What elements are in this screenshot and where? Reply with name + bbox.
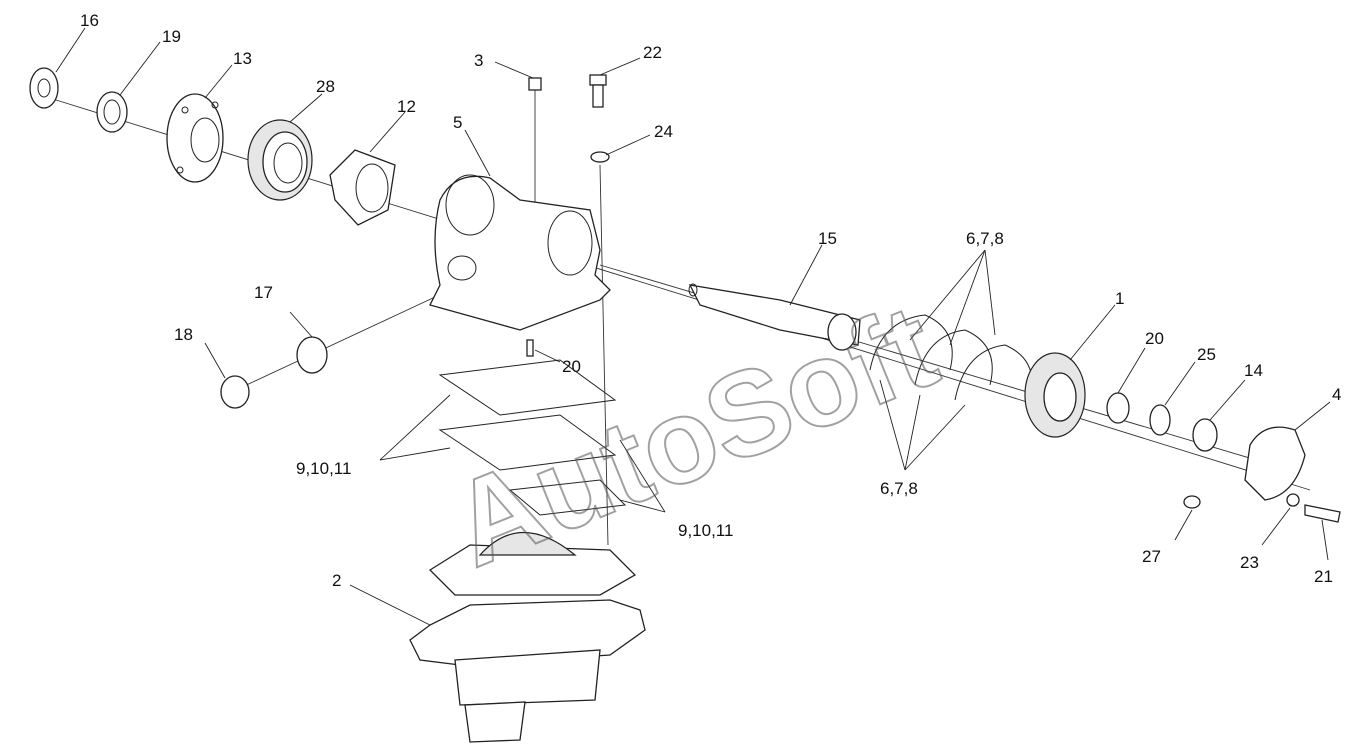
callout-3: 3: [474, 51, 483, 70]
part-28-bearing: [247, 119, 313, 201]
callout-24: 24: [654, 122, 673, 141]
callout-6-7-8-bottom: 6,7,8: [880, 479, 918, 498]
callout-19: 19: [162, 27, 181, 46]
part-1-flange: [1024, 352, 1086, 438]
part-25-snap-ring: [1149, 404, 1171, 436]
part-20-pin: [526, 339, 534, 357]
callout-17: 17: [254, 283, 273, 302]
callout-9-10-11-right: 9,10,11: [678, 521, 733, 540]
part-20-ring: [1106, 392, 1130, 424]
part-21-bolt: [1304, 504, 1341, 523]
part-17-ring: [296, 336, 328, 374]
part-16-nut: [29, 67, 59, 109]
callout-4: 4: [1332, 385, 1341, 404]
callout-15: 15: [818, 229, 837, 248]
callout-25: 25: [1197, 345, 1216, 364]
callout-5: 5: [453, 113, 462, 132]
callout-2: 2: [332, 571, 341, 590]
part-27-fitting: [1183, 495, 1201, 509]
part-9-10-11-shims: [438, 359, 627, 516]
callout-22: 22: [643, 43, 662, 62]
part-4-cover: [1244, 426, 1306, 501]
part-22-bolt: [589, 74, 607, 108]
part-23-washer: [1286, 493, 1300, 507]
callout-28: 28: [316, 77, 335, 96]
part-24-washer: [590, 151, 610, 163]
callout-18: 18: [174, 325, 193, 344]
callout-16: 16: [80, 11, 99, 30]
callout-13: 13: [233, 49, 252, 68]
part-2-carrier: [409, 532, 646, 743]
part-18-plug: [220, 375, 250, 409]
part-3-fitting: [528, 77, 542, 91]
callout-14: 14: [1244, 361, 1263, 380]
part-12-bevel-gear: [329, 149, 396, 226]
callout-1: 1: [1115, 289, 1124, 308]
callout-6-7-8-top: 6,7,8: [966, 229, 1004, 248]
callout-23: 23: [1240, 553, 1259, 572]
callout-20-b: 20: [562, 357, 581, 376]
part-19-washer: [96, 91, 128, 133]
part-5-housing: [429, 174, 611, 331]
callout-12: 12: [397, 97, 416, 116]
leader-lines: [55, 27, 1331, 626]
callout-labels: 16 19 13 28 12 5 3 22 24 15 6,7,8 1 20 2…: [80, 11, 1341, 590]
part-14-nut: [1192, 418, 1218, 452]
part-13-flange: [166, 93, 224, 183]
callout-9-10-11-left: 9,10,11: [296, 459, 351, 478]
callout-21: 21: [1314, 567, 1333, 586]
callout-27: 27: [1142, 547, 1161, 566]
callout-20-a: 20: [1145, 329, 1164, 348]
part-15-shaft: [688, 283, 861, 351]
